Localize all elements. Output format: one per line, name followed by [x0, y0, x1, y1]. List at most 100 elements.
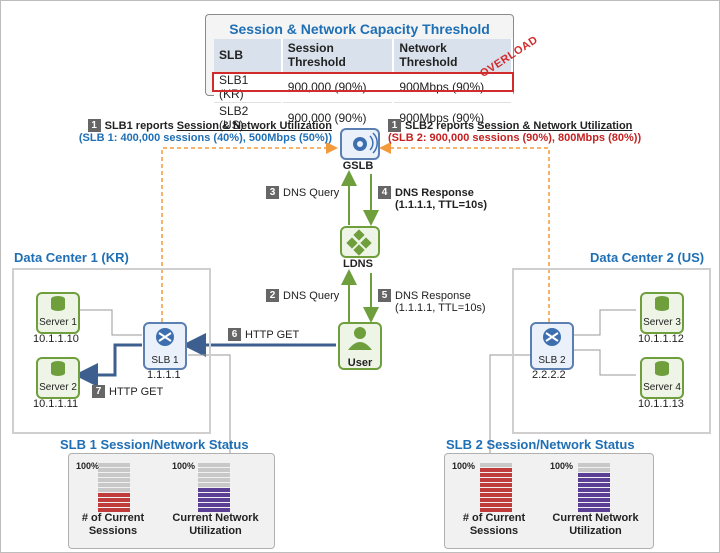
- slb1-status-title: SLB 1 Session/Network Status: [60, 437, 249, 452]
- database-icon: [51, 361, 65, 376]
- gauge-segment: [578, 483, 610, 487]
- gauge-segment: [480, 508, 512, 512]
- table-row: SLB1 (KR) 900,000 (90%) 900Mbps (90%): [214, 71, 513, 103]
- threshold-title: Session & Network Capacity Threshold: [229, 21, 490, 37]
- gauge-segment: [198, 488, 230, 492]
- gauge-segment: [480, 498, 512, 502]
- gauge-segment: [98, 478, 130, 482]
- pct-label: 100%: [172, 461, 196, 471]
- gauge-segment: [578, 503, 610, 507]
- load-balancer-icon: [156, 328, 174, 346]
- gauge-segment: [578, 493, 610, 497]
- table-row: SLB2 (US) 900,000 (90%) 900Mbps (90%): [214, 102, 513, 133]
- dns-diamond-icon: [346, 229, 372, 256]
- dc2-title: Data Center 2 (US): [590, 250, 705, 265]
- server4-node[interactable]: Server 4: [640, 357, 684, 399]
- gauge-segment: [198, 463, 230, 467]
- gauge-segment: [480, 493, 512, 497]
- user-node[interactable]: User: [338, 322, 382, 370]
- gauge-segment: [480, 483, 512, 487]
- gauge-segment: [98, 468, 130, 472]
- server2-node[interactable]: Server 2: [36, 357, 80, 399]
- gauge-segment: [198, 508, 230, 512]
- gauge-segment: [198, 473, 230, 477]
- gauge-segment: [198, 498, 230, 502]
- gauge-segment: [98, 498, 130, 502]
- gear-icon: [353, 132, 378, 154]
- server3-ip: 10.1.1.12: [638, 333, 684, 345]
- gslb-label: GSLB: [342, 160, 374, 172]
- threshold-panel: Session & Network Capacity Threshold SLB…: [205, 14, 514, 133]
- gauge-segment: [98, 503, 130, 507]
- database-icon: [51, 296, 65, 311]
- ldns-node[interactable]: [340, 226, 380, 258]
- server3-node[interactable]: Server 3: [640, 292, 684, 334]
- gauge-segment: [98, 493, 130, 497]
- gauge-segment: [480, 488, 512, 492]
- gauge-segment: [98, 508, 130, 512]
- pct-label: 100%: [76, 461, 100, 471]
- slb1-node[interactable]: SLB 1: [143, 322, 187, 370]
- gauge-segment: [578, 478, 610, 482]
- gauge-segment: [198, 483, 230, 487]
- gauge-segment: [480, 503, 512, 507]
- server1-node[interactable]: Server 1: [36, 292, 80, 334]
- gauge-segment: [480, 478, 512, 482]
- load-balancer-icon: [543, 328, 561, 346]
- gauge-segment: [98, 463, 130, 467]
- database-icon: [655, 361, 669, 376]
- server2-ip: 10.1.1.11: [33, 398, 79, 410]
- dc1-box: [12, 268, 211, 434]
- slb2-status-panel: [444, 453, 654, 549]
- server1-ip: 10.1.1.10: [33, 333, 79, 345]
- gauge-segment: [578, 463, 610, 467]
- gauge-segment: [578, 473, 610, 477]
- server4-ip: 10.1.1.13: [638, 398, 684, 410]
- table-header: Network Threshold: [393, 39, 513, 72]
- table-header: SLB: [214, 39, 283, 72]
- user-label: User: [347, 357, 373, 369]
- gauge-segment: [578, 498, 610, 502]
- dc2-box: [512, 268, 711, 434]
- gauge-segment: [480, 473, 512, 477]
- slb2-node[interactable]: SLB 2: [530, 322, 574, 370]
- table-header: Session Threshold: [281, 39, 395, 72]
- slb2-ip: 2.2.2.2: [532, 369, 566, 381]
- gauge-segment: [480, 468, 512, 472]
- gauge-segment: [198, 503, 230, 507]
- gauge-segment: [98, 483, 130, 487]
- gauge-segment: [198, 468, 230, 472]
- gauge-segment: [98, 488, 130, 492]
- dc1-title: Data Center 1 (KR): [14, 250, 129, 265]
- threshold-table: SLB Session Threshold Network Threshold …: [214, 39, 513, 133]
- slb1-ip: 1.1.1.1: [147, 369, 181, 381]
- ldns-label: LDNS: [343, 258, 373, 270]
- gauge-segment: [98, 473, 130, 477]
- gauge-segment: [578, 508, 610, 512]
- gauge-segment: [578, 488, 610, 492]
- gauge-segment: [198, 493, 230, 497]
- overload-highlight: [212, 72, 514, 92]
- gauge-segment: [578, 468, 610, 472]
- gauge-segment: [480, 463, 512, 467]
- slb2-status-title: SLB 2 Session/Network Status: [446, 437, 635, 452]
- gslb-node[interactable]: [340, 128, 380, 160]
- gauge-segment: [198, 478, 230, 482]
- database-icon: [655, 296, 669, 311]
- pct-label: 100%: [550, 461, 574, 471]
- pct-label: 100%: [452, 461, 476, 471]
- user-icon: [348, 327, 372, 350]
